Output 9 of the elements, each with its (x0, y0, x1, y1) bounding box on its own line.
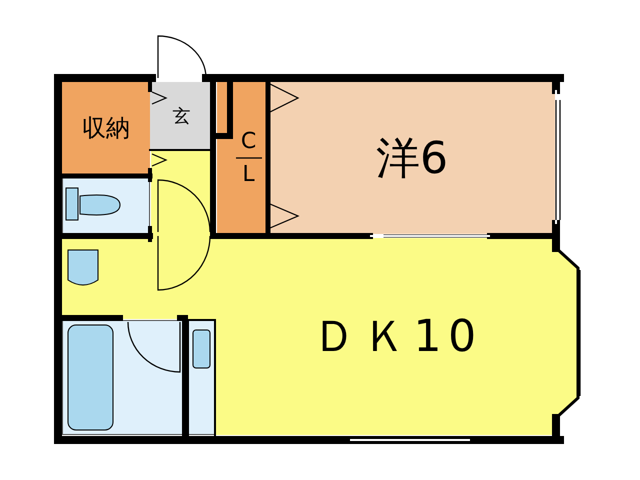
entrance-room (150, 82, 213, 150)
room-label: C L (240, 128, 258, 189)
room-label: 収納 (82, 113, 130, 144)
storage-room (62, 82, 150, 174)
room-label: 玄 (172, 105, 190, 128)
room-label: ＤＫ10 (312, 310, 483, 364)
room-label: 洋6 (376, 132, 448, 186)
western-room (268, 82, 556, 234)
closet-room (217, 82, 268, 234)
